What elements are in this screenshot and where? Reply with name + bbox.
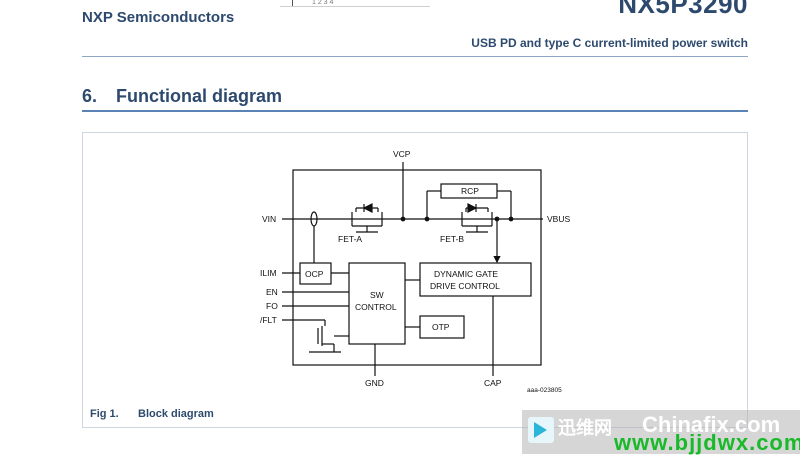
dgd-label-1: DYNAMIC GATE [434,269,498,279]
diagram-code: aaa-023805 [527,387,562,394]
part-number: NX5P3290 [618,0,748,19]
rcp-label: RCP [461,186,479,196]
toolbar-fragment: 1 2 3 4 [280,0,430,7]
fet-a-symbol [351,203,383,233]
gate-drive-block [419,262,532,297]
fet-b-symbol [461,203,493,233]
watermark-en: Chinafix.com [642,412,781,437]
vcp-junction [400,216,406,222]
sw-label-1: SW [370,290,384,300]
otp-label: OTP [432,322,450,332]
sw-control-block [348,262,406,345]
figure-frame [82,132,748,428]
dgd-label-2: DRIVE CONTROL [430,281,500,291]
sw-label-2: CONTROL [355,302,397,312]
otp-block [419,315,465,339]
section-divider [82,110,748,112]
figure-caption: Fig 1. Block diagram [90,408,214,420]
pin-fo: FO [266,301,278,311]
toolbar-tab[interactable]: 1 2 3 4 [312,0,334,6]
figure-title: Block diagram [138,408,214,420]
pin-gnd: GND [365,378,384,388]
pin-ilim: ILIM [260,268,277,278]
pin-vbus: VBUS [547,214,570,224]
section-heading: 6. Functional diagram [82,86,282,107]
document-subtitle: USB PD and type C current-limited power … [471,36,748,50]
section-title: Functional diagram [116,86,283,106]
toolbar-tick [292,0,293,6]
pin-cap: CAP [484,378,502,388]
company-name: NXP Semiconductors [82,9,235,26]
flt-transistor [282,319,349,353]
ocp-label: OCP [305,269,324,279]
fet-a-label: FET-A [338,234,362,244]
pin-vcp: VCP [393,149,411,159]
watermark: 迅维网 Chinafix.com www.bjjdwx.com [522,410,800,455]
pin-flt: /FLT [260,315,277,325]
watermark-cn: 迅维网 [558,418,612,438]
figure-number: Fig 1. [90,408,119,420]
section-number: 6. [82,86,98,106]
watermark-url: www.bjjdwx.com [614,430,800,455]
fet-b-label: FET-B [440,234,464,244]
header-divider [82,56,748,57]
ic-outline [292,169,542,366]
pin-en: EN [266,287,278,297]
play-logo-icon [528,417,554,443]
pin-vin: VIN [262,214,276,224]
